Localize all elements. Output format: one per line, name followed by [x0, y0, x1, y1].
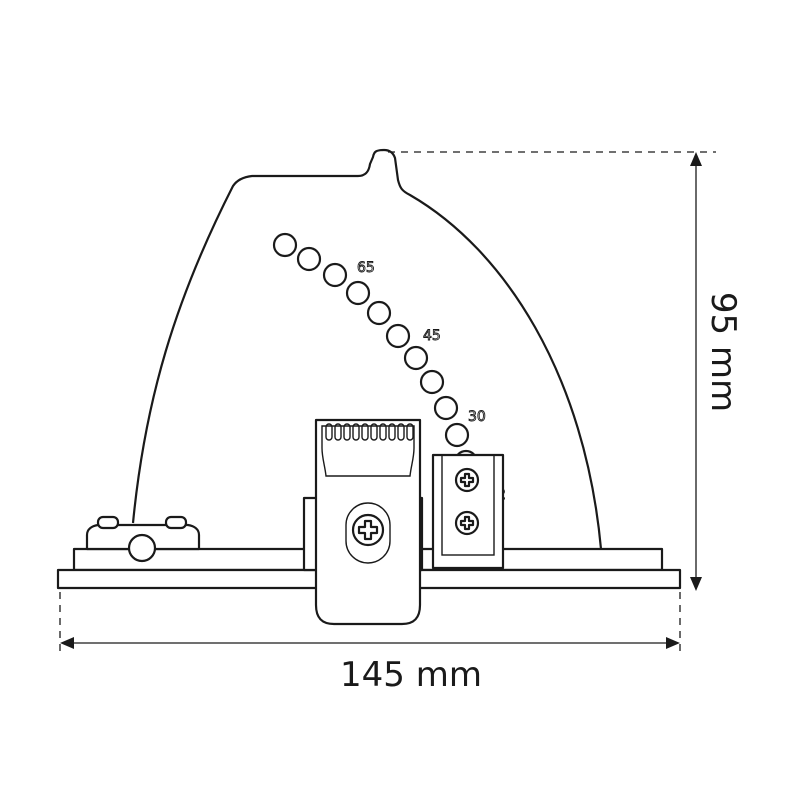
height-dimension [388, 151, 716, 591]
swivel-joint [85, 515, 201, 563]
tilt-dot [419, 369, 445, 395]
clip-screw-icon [351, 513, 385, 547]
housing-outline [131, 148, 603, 550]
tilt-dot [433, 395, 459, 421]
tilt-dot [272, 232, 298, 258]
tilt-label-30: 30 [468, 409, 486, 425]
width-dimension-label: 145 mm [340, 655, 482, 695]
tilt-indicator-dots [272, 232, 479, 475]
tilt-dot [444, 422, 470, 448]
terminal-screw-icon [454, 510, 480, 536]
tilt-dot [296, 246, 322, 272]
tilt-dot [403, 345, 429, 371]
tilt-dot [385, 323, 411, 349]
width-dimension [59, 592, 681, 652]
terminal-screw-icon [454, 467, 480, 493]
tilt-dot [322, 262, 348, 288]
tilt-dot [345, 280, 371, 306]
tilt-dot [366, 300, 392, 326]
tilt-label-45: 45 [423, 328, 441, 344]
tilt-label-65: 65 [357, 260, 375, 276]
height-dimension-label: 95 mm [703, 292, 743, 412]
